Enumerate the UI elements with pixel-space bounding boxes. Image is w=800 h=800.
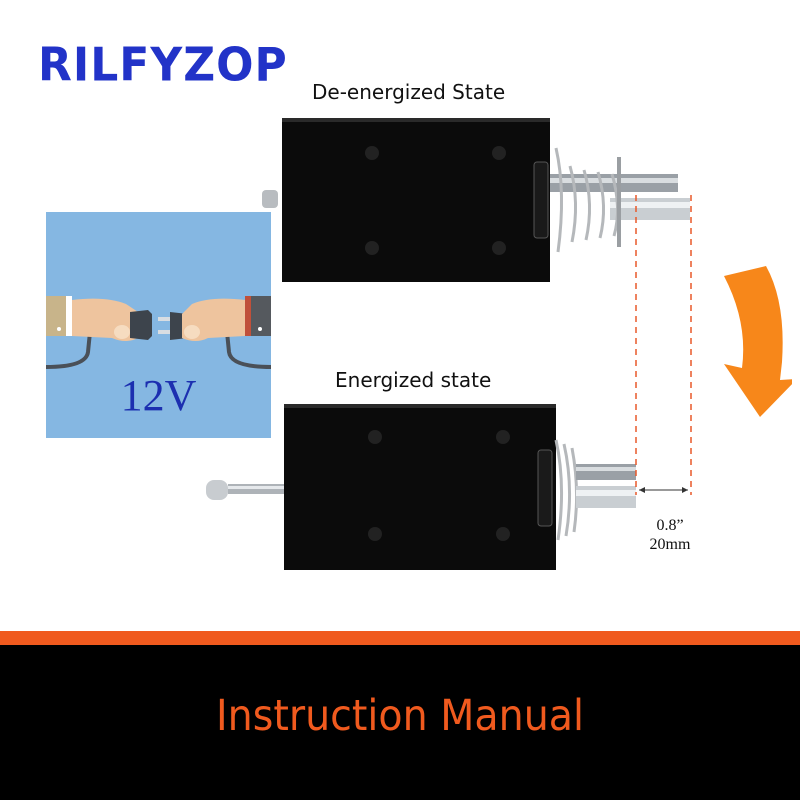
voltage-label: 12V — [120, 371, 197, 420]
stroke-dimension-label: 0.8” 20mm — [630, 516, 710, 554]
stroke-inches: 0.8” — [656, 517, 684, 534]
stroke-dimension-marker — [635, 195, 692, 495]
hands-plug-connect-icon — [46, 296, 271, 369]
stroke-mm: 20mm — [649, 536, 691, 553]
solenoid-de-energized-image — [262, 118, 690, 282]
energized-label: Energized state — [335, 368, 492, 392]
de-energized-label: De-energized State — [312, 80, 506, 104]
curved-arrow-down-icon — [724, 266, 792, 417]
solenoid-energized-image — [206, 404, 636, 570]
accent-bar — [0, 631, 800, 645]
brand-logo: RILFYZOP — [38, 38, 288, 93]
power-panel: 12V — [46, 212, 271, 438]
footer-title: Instruction Manual — [215, 691, 585, 741]
footer-banner: Instruction Manual — [0, 645, 800, 800]
